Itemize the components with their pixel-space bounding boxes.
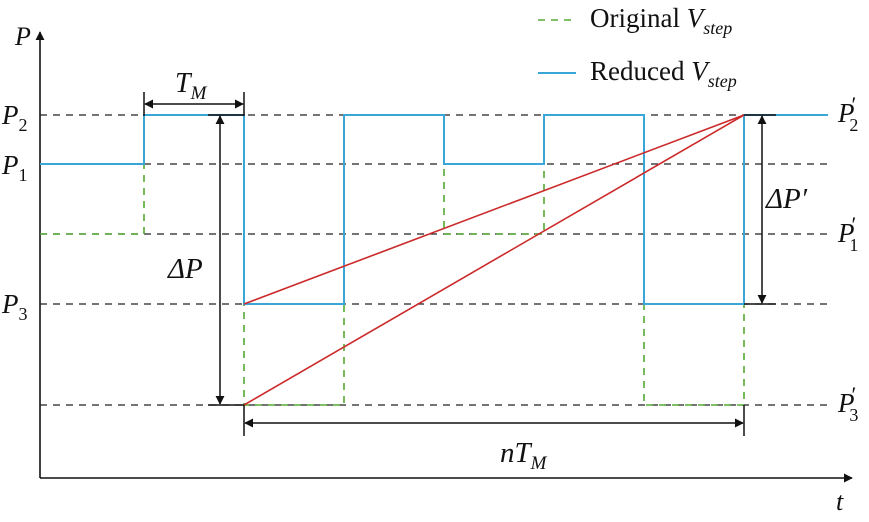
delta-p-prime-label: ΔP′ bbox=[765, 183, 808, 215]
delta-p-label: ΔP bbox=[167, 253, 203, 285]
y-axis-label: P bbox=[14, 22, 31, 51]
reference-lines bbox=[40, 114, 828, 406]
slope-line-original bbox=[243, 114, 745, 406]
legend-label-original: Original Vstep bbox=[590, 3, 732, 38]
ntm-label: nTM bbox=[500, 437, 548, 474]
tm-label: TM bbox=[175, 68, 208, 104]
level-label-p3: P3 bbox=[1, 289, 28, 324]
level-label-p3-prime: P′3 bbox=[837, 382, 858, 425]
x-axis-label: t bbox=[836, 487, 844, 516]
level-label-p2-prime: P′2 bbox=[837, 92, 858, 135]
slope-line-reduced bbox=[243, 114, 745, 305]
legend-label-reduced: Reduced Vstep bbox=[590, 56, 737, 91]
reduced-vstep-trace bbox=[40, 114, 828, 305]
level-label-p1: P1 bbox=[1, 150, 28, 185]
legend: Original Vstep Reduced Vstep bbox=[538, 3, 737, 91]
level-label-p1-prime: P′1 bbox=[837, 212, 858, 255]
level-label-p2: P2 bbox=[1, 100, 28, 135]
original-vstep-trace bbox=[40, 114, 828, 406]
